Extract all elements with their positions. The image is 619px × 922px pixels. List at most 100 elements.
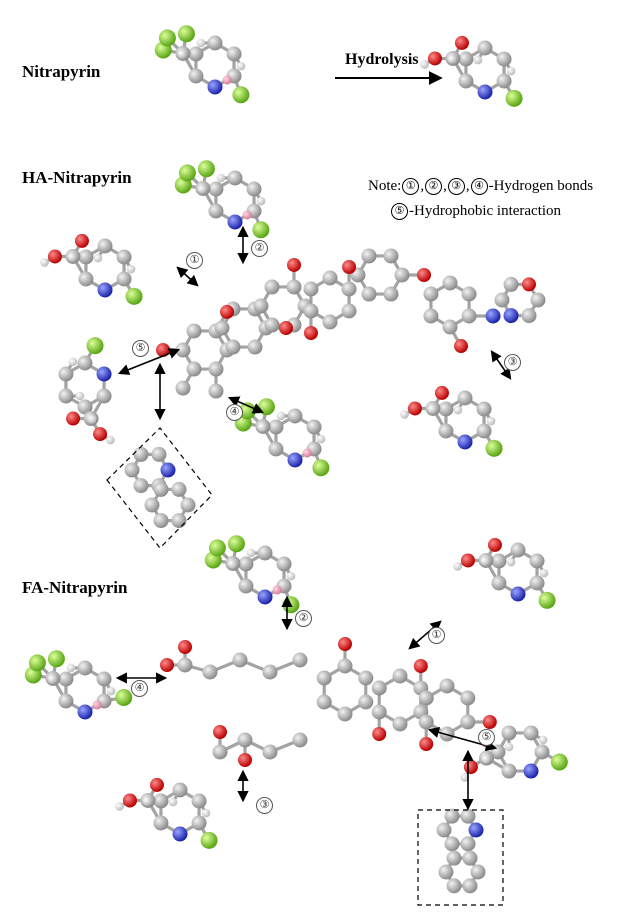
carbon-atom: [371, 704, 387, 720]
carbon-atom: [287, 408, 303, 424]
fa-tag-1: ①: [428, 627, 445, 644]
oxygen-atom: [238, 753, 252, 767]
hydrogen-bond-h-atom: [92, 700, 102, 710]
hydrogen-atom: [68, 357, 78, 367]
carbon-atom: [530, 292, 546, 308]
ha-tag-2: ②: [251, 240, 268, 257]
chlorine-atom: [177, 25, 195, 43]
carbon-atom: [58, 693, 74, 709]
carbon-atom: [496, 51, 512, 67]
oxygen-atom: [454, 339, 468, 354]
carbon-atom: [191, 793, 207, 809]
carbon-atom: [476, 423, 492, 439]
nitrogen-atom: [468, 822, 484, 838]
carbon-atom: [257, 545, 273, 561]
hydrogen-atom: [256, 196, 266, 206]
hydrogen-atom: [420, 60, 429, 69]
chlorine-atom: [282, 596, 300, 614]
carbon-atom: [253, 298, 269, 314]
carbon-atom: [491, 575, 507, 591]
nitrogen-atom: [477, 84, 493, 100]
carbon-atom: [191, 815, 207, 831]
carbon-atom: [392, 716, 408, 732]
carbon-atom: [97, 238, 113, 254]
chlorine-atom: [505, 89, 523, 107]
oxygen-atom: [407, 401, 422, 416]
chlorine-atom: [227, 535, 245, 553]
hydrogen-bond-h-atom: [242, 210, 252, 220]
carbon-atom: [322, 270, 338, 286]
hydrogen-atom: [257, 422, 267, 432]
carbon-atom: [521, 308, 537, 324]
oxygen-atom: [178, 640, 192, 654]
chlorine-atom: [115, 689, 133, 707]
hydrogen-atom: [106, 686, 116, 696]
oxygen-atom: [287, 257, 301, 272]
fa-tag-4: ④: [131, 680, 148, 697]
carbon-atom: [461, 286, 477, 302]
hydrogen-atom: [197, 184, 207, 194]
ha-tag-3: ③: [504, 354, 521, 371]
oxygen-atom: [342, 260, 357, 274]
hydrogen-atom: [538, 735, 548, 745]
carbon-atom: [208, 383, 224, 399]
interaction-arrow: [408, 620, 442, 650]
carbon-atom: [423, 286, 439, 302]
carbon-atom: [460, 714, 476, 730]
ha-nitrapyrin-title: HA-Nitrapyrin: [22, 168, 132, 187]
carbon-atom: [458, 73, 474, 89]
carbon-atom: [358, 670, 374, 686]
nitrogen-atom: [172, 826, 188, 842]
oxygen-atom: [454, 35, 469, 50]
carbon-atom: [476, 401, 492, 417]
nitrapyrin-title: Nitrapyrin: [22, 62, 101, 81]
carbon-atom: [371, 680, 387, 696]
hydrogen-atom: [142, 796, 152, 806]
hydrophobic-boxes: [106, 427, 504, 906]
carbon-atom: [264, 317, 280, 333]
carbon-atom: [247, 339, 263, 355]
oxygen-atom: [156, 343, 170, 357]
carbon-atom: [153, 815, 169, 831]
carbon-atom: [358, 694, 374, 710]
carbon-atom: [341, 303, 357, 319]
hydrogen-atom: [486, 416, 496, 426]
hydrogen-atom: [481, 754, 491, 764]
hydrogen-atom: [427, 404, 437, 414]
fa-nitrapyrin-title: FA-Nitrapyrin: [22, 578, 128, 597]
oxygen-atom: [338, 637, 352, 651]
carbon-atom: [436, 822, 452, 838]
carbon-atom: [462, 850, 478, 866]
oxygen-atom: [279, 321, 293, 335]
hydrogen-bond-h-atom: [302, 448, 312, 458]
atom-layer: [24, 25, 568, 894]
chlorine-atom: [158, 29, 176, 47]
carbon-atom: [316, 694, 332, 710]
hydrogen-atom: [67, 252, 77, 262]
oxygen-atom: [213, 725, 227, 739]
nitrogen-atom: [97, 282, 113, 298]
nitrogen-atom: [485, 308, 501, 324]
chlorine-atom: [125, 287, 143, 305]
hydrogen-atom: [453, 562, 462, 571]
note-num-4: ④: [470, 178, 488, 195]
hydrogen-atom: [447, 54, 457, 64]
carbon-atom: [78, 249, 94, 265]
carbon-atom: [383, 248, 399, 264]
oxygen-atom: [160, 658, 174, 672]
carbon-atom: [438, 423, 454, 439]
oxygen-atom: [149, 777, 164, 792]
carbon-atom: [438, 864, 454, 880]
carbon-atom: [78, 271, 94, 287]
carbon-atom: [58, 366, 74, 382]
hydrogen-atom: [66, 663, 76, 673]
carbon-atom: [460, 690, 476, 706]
carbon-atom: [268, 419, 284, 435]
carbon-atom: [444, 836, 460, 852]
carbon-atom: [303, 281, 319, 297]
carbon-atom: [442, 275, 458, 291]
carbon-atom: [116, 249, 132, 265]
carbon-atom: [458, 51, 474, 67]
carbon-atom: [446, 878, 462, 894]
carbon-atom: [172, 782, 188, 798]
